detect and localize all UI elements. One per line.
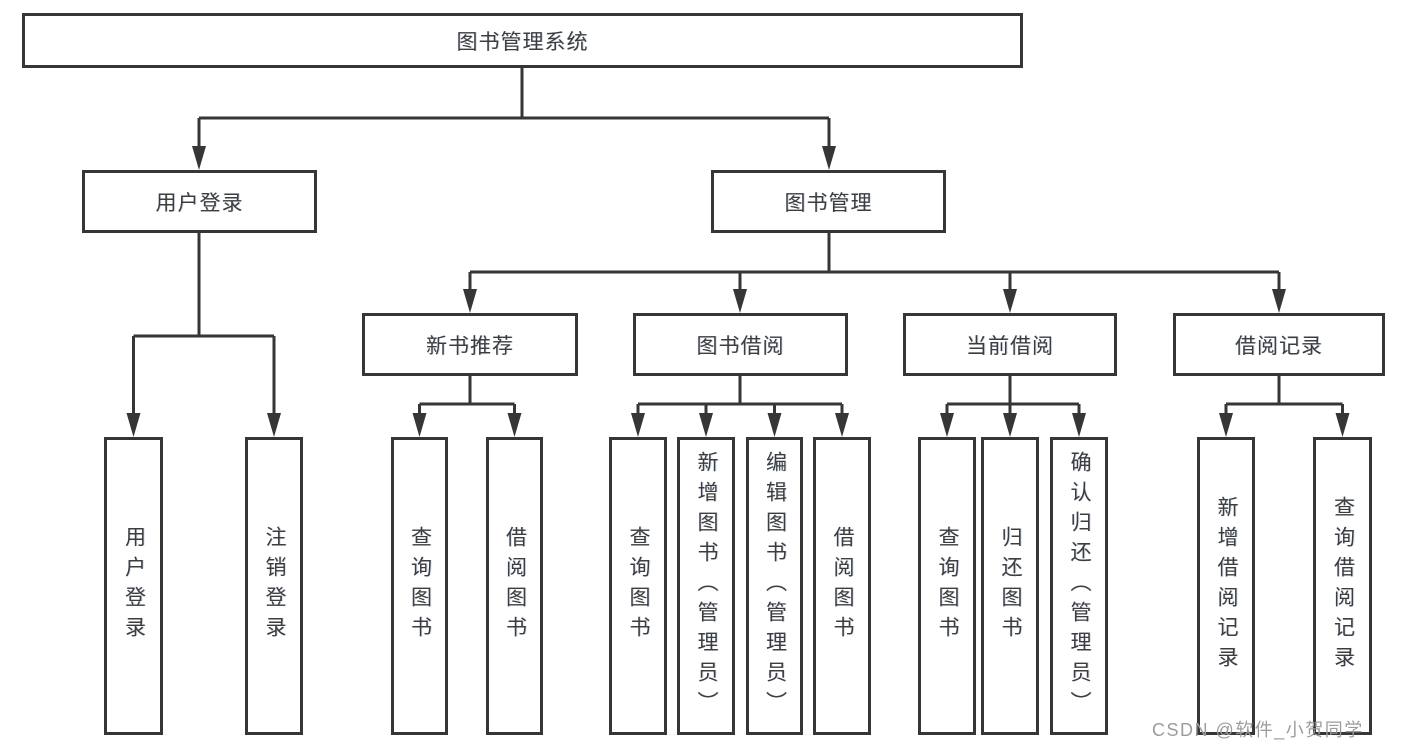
node-current-borrowing: 当前借阅 [903, 313, 1117, 376]
csdn-watermark: CSDN @软件_小贺同学 [1152, 720, 1364, 740]
leaf-logout: 注销登录 [245, 437, 303, 735]
node-library-system: 图书管理系统 [22, 13, 1023, 68]
node-book-management: 图书管理 [711, 170, 946, 233]
leaf-confirm-return-admin: 确认归还（管理员） [1050, 437, 1108, 735]
connector-user-login-branch [132, 233, 276, 417]
leaf-search-books-current-label: 查询图书 [936, 526, 960, 646]
connector-book-borrowing-branch [636, 376, 844, 417]
connector-new-book-branch [418, 376, 516, 417]
connector-current-borrowing-branch [945, 376, 1081, 417]
arrowheads [126, 146, 1350, 437]
node-user-login: 用户登录 [82, 170, 317, 233]
leaf-edit-books-admin-label: 编辑图书（管理员） [763, 451, 787, 721]
leaf-search-borrow-record: 查询借阅记录 [1313, 437, 1372, 735]
leaf-search-books-recommend: 查询图书 [391, 437, 448, 735]
leaf-add-borrow-record-label: 新增借阅记录 [1215, 496, 1239, 676]
leaf-search-books-borrowing-label: 查询图书 [627, 526, 651, 646]
connector-book-management-branch [468, 233, 1281, 293]
node-borrowing-records: 借阅记录 [1173, 313, 1385, 376]
leaf-borrow-books-borrowing: 借阅图书 [813, 437, 871, 735]
node-new-book-recommendation: 新书推荐 [362, 313, 578, 376]
leaf-borrow-books-recommend: 借阅图书 [486, 437, 543, 735]
leaf-borrow-books-borrowing-label: 借阅图书 [831, 526, 855, 646]
leaf-edit-books-admin: 编辑图书（管理员） [746, 437, 803, 735]
leaf-return-books: 归还图书 [981, 437, 1039, 735]
leaf-search-borrow-record-label: 查询借阅记录 [1331, 496, 1355, 676]
leaf-user-login-label: 用户登录 [122, 526, 146, 646]
leaf-search-books-borrowing: 查询图书 [609, 437, 667, 735]
leaf-user-login: 用户登录 [104, 437, 163, 735]
leaf-logout-label: 注销登录 [263, 526, 287, 646]
node-book-borrowing: 图书借阅 [633, 313, 848, 376]
leaf-add-books-admin: 新增图书（管理员） [677, 437, 735, 735]
leaf-search-books-current: 查询图书 [918, 437, 976, 735]
connector-root-to-level1 [197, 68, 831, 150]
leaf-search-books-recommend-label: 查询图书 [408, 526, 432, 646]
leaf-return-books-label: 归还图书 [999, 526, 1023, 646]
leaf-confirm-return-admin-label: 确认归还（管理员） [1068, 451, 1092, 721]
leaf-add-borrow-record: 新增借阅记录 [1197, 437, 1255, 735]
connector-borrow-records-branch [1224, 376, 1344, 417]
leaf-add-books-admin-label: 新增图书（管理员） [695, 451, 719, 721]
leaf-borrow-books-recommend-label: 借阅图书 [503, 526, 527, 646]
